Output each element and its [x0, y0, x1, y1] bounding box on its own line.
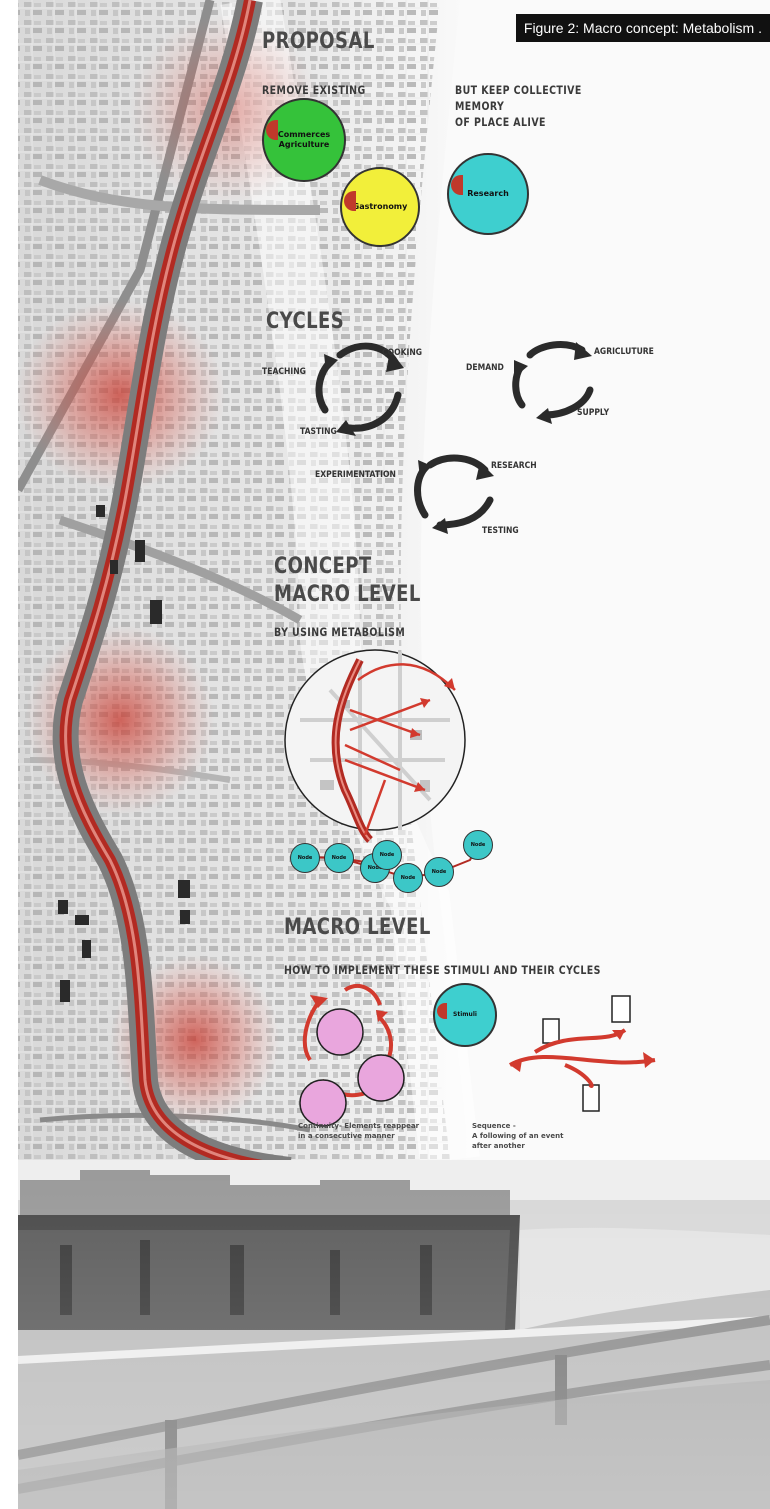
- commerces-agriculture-circle: Commerces Agriculture: [262, 98, 346, 182]
- proposal-title: PROPOSAL: [262, 30, 375, 54]
- node-4-label: Node: [401, 875, 416, 881]
- commerces-agriculture-label: Commerces Agriculture: [274, 130, 334, 150]
- node-2: Node: [324, 843, 354, 873]
- research-circle: Research: [447, 153, 529, 235]
- sequence-note-line-3: after another: [472, 1141, 563, 1151]
- continuity-note: Continuity- Elements reappear in a conse…: [298, 1121, 419, 1141]
- cycle-label-supply: SUPPLY: [577, 408, 609, 418]
- cycle-label-experimentation: EXPERIMENTATION: [315, 470, 396, 480]
- sequence-note: Sequence - A following of an event after…: [472, 1121, 563, 1151]
- node-7: Node: [372, 840, 402, 870]
- concept-title: CONCEPT: [274, 555, 372, 579]
- continuity-note-line-2: in a consecutive manner: [298, 1131, 419, 1141]
- node-6: Node: [463, 830, 493, 860]
- node-1-label: Node: [298, 855, 313, 861]
- concept-subtitle: BY USING METABOLISM: [274, 625, 405, 639]
- node-2-label: Node: [332, 855, 347, 861]
- node-5-label: Node: [432, 869, 447, 875]
- cycle-label-teaching: TEACHING: [262, 367, 306, 377]
- cycle-label-demand: DEMAND: [466, 363, 504, 373]
- remove-existing-label: REMOVE EXISTING: [262, 83, 366, 97]
- cycle-label-agriclture: AGRICLUTURE: [594, 347, 654, 357]
- keep-memory-line-3: OF PLACE ALIVE: [455, 115, 546, 129]
- macro-level-title: MACRO LEVEL: [284, 916, 431, 940]
- research-label: Research: [467, 189, 509, 199]
- macro-level-subtitle: HOW TO IMPLEMENT THESE STIMULI AND THEIR…: [284, 963, 601, 977]
- cycle-label-cooking: COOKING: [382, 348, 422, 358]
- cycle-label-research: RESEARCH: [491, 461, 537, 471]
- node-4: Node: [393, 863, 423, 893]
- node-5: Node: [424, 857, 454, 887]
- gastronomy-label: Gastronomy: [353, 202, 408, 212]
- stimuli-label: Stimuli: [453, 1010, 477, 1020]
- stimuli-circle: Stimuli: [433, 983, 497, 1047]
- keep-memory-line-2: MEMORY: [455, 99, 504, 113]
- node-6-label: Node: [471, 842, 486, 848]
- cycle-label-tasting: TASTING: [300, 427, 337, 437]
- figure-caption: Figure 2: Macro concept: Metabolism .: [516, 14, 770, 42]
- continuity-note-line-1: Continuity- Elements reappear: [298, 1121, 419, 1131]
- concept-macro-level-title: MACRO LEVEL: [274, 583, 421, 607]
- node-7-label: Node: [380, 852, 395, 858]
- cycle-label-testing: TESTING: [482, 526, 519, 536]
- node-1: Node: [290, 843, 320, 873]
- gastronomy-circle: Gastronomy: [340, 167, 420, 247]
- cycles-title: CYCLES: [266, 310, 344, 334]
- sequence-note-line-2: A following of an event: [472, 1131, 563, 1141]
- sequence-note-line-1: Sequence -: [472, 1121, 563, 1131]
- keep-memory-line-1: BUT KEEP COLLECTIVE: [455, 83, 582, 97]
